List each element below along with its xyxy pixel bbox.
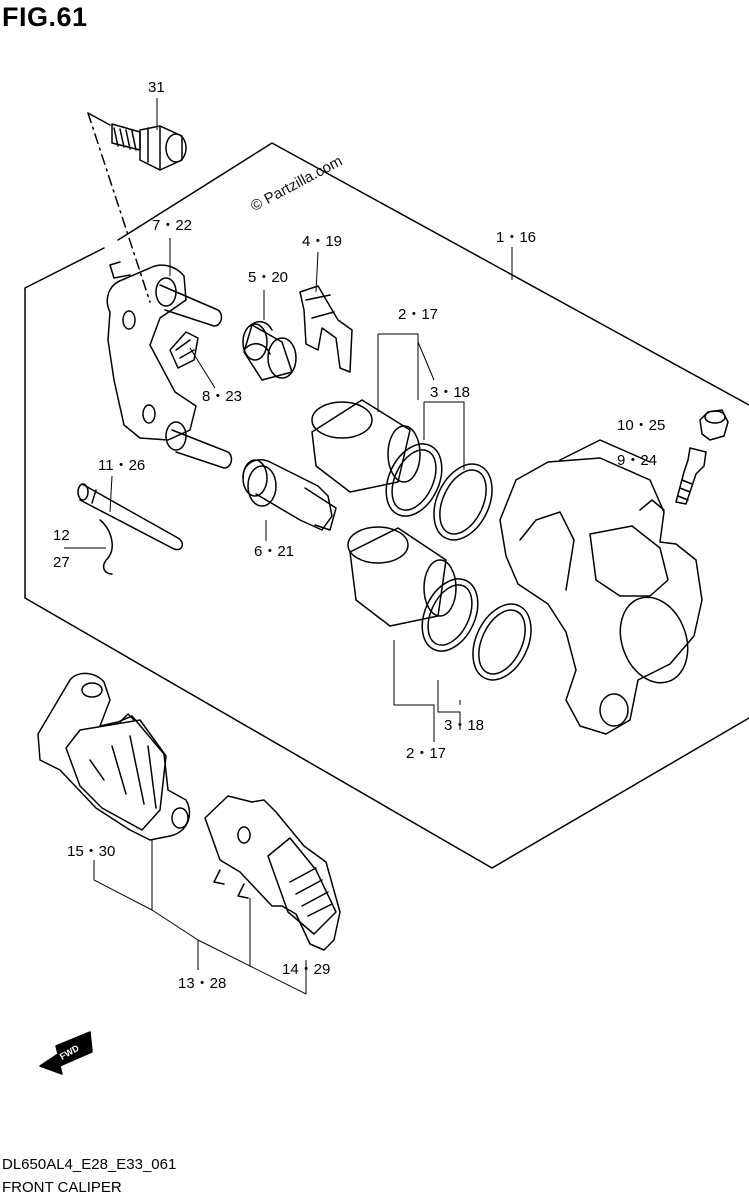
callout-3-18-top: 3・18: [430, 384, 471, 401]
upper-piston-seal-a-inner: [391, 449, 437, 511]
callout-3-18-bottom: 3・18: [444, 717, 485, 734]
callout-5-20: 5・20: [248, 269, 289, 286]
callout-9-24: 9・24: [617, 452, 658, 469]
pad-clip-drawing: [169, 331, 199, 369]
diagram-code: DL650AL4_E28_E33_061: [2, 1156, 177, 1173]
upper-piston-seal-b-inner: [439, 469, 487, 535]
figure-title: FIG.61: [2, 2, 88, 32]
pin-clip-drawing: [99, 519, 113, 575]
callout-4-19: 4・19: [302, 233, 343, 250]
lower-piston-seal-a: [421, 578, 479, 652]
bolt-leader-31: [87, 112, 111, 126]
callout-10-25: 10・25: [617, 417, 666, 434]
bleeder-cap-drawing: [699, 409, 729, 441]
pad-spring-drawing: [299, 285, 353, 373]
bleeder-valve-drawing: [675, 447, 707, 505]
callout-1-16: 1・16: [496, 229, 537, 246]
callout-15-30: 15・30: [67, 843, 116, 860]
callout-7-22: 7・22: [152, 217, 193, 234]
assembly-boundary-left: [24, 247, 749, 869]
callout-leader-lines: [64, 98, 513, 995]
callout-27: 27: [53, 554, 70, 571]
callout-2-17-top: 2・17: [398, 306, 439, 323]
callout-31: 31: [148, 79, 165, 96]
callout-11-26: 11・26: [98, 457, 146, 474]
callout-12: 12: [53, 527, 70, 544]
assembly-boundary-lines: [117, 142, 749, 406]
lower-piston-seal-a-inner: [427, 584, 473, 646]
callout-13-28: 13・28: [178, 975, 227, 992]
upper-piston-seal-a: [385, 443, 443, 517]
callout-14-29: 14・29: [282, 961, 331, 978]
lower-piston-seal-b: [472, 603, 532, 681]
callout-6-21: 6・21: [254, 543, 295, 560]
callout-8-23: 8・23: [202, 388, 243, 405]
brake-pad-15-30-drawing: [37, 672, 191, 841]
fwd-arrow-outline: [39, 1031, 93, 1075]
caliper-body-drawing: [499, 439, 703, 735]
shim-14-29-drawing: [204, 795, 341, 951]
caliper-bracket-drawing: [106, 261, 233, 469]
boot-6-21-drawing: [242, 458, 337, 531]
upper-piston-drawing: [311, 399, 421, 493]
boot-5-20-drawing: [242, 320, 297, 381]
bolt-31-drawing: [111, 123, 187, 171]
diagram-name: FRONT CALIPER: [2, 1179, 122, 1196]
callout-2-17-bottom: 2・17: [406, 745, 447, 762]
lower-piston-seal-b-inner: [478, 609, 526, 675]
lower-piston-drawing: [347, 526, 457, 627]
pin-11-26-drawing: [77, 483, 184, 551]
upper-piston-seal-b: [433, 463, 493, 541]
